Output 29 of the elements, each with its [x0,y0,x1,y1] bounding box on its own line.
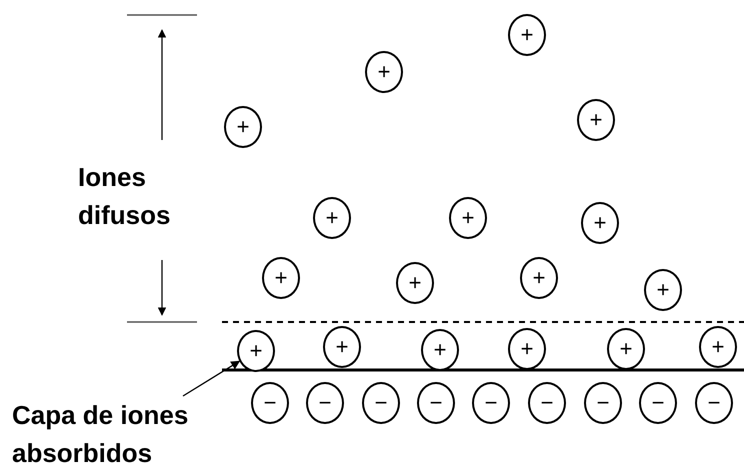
ion-circle: + [421,329,459,371]
ion-circle: − [695,382,733,424]
ion-circle: + [699,326,737,368]
ion-circle: + [224,106,262,148]
ion-circle: + [577,99,615,141]
ion-circle: + [644,269,682,311]
ion-circle: − [251,382,289,424]
ion-circle: + [396,262,434,304]
ion-circle: + [262,257,300,299]
ion-circle: + [323,326,361,368]
ion-circle: − [472,382,510,424]
leader-line [182,360,240,397]
ion-circle: + [237,330,275,372]
ion-circle: + [449,197,487,239]
ion-circle: − [528,382,566,424]
ion-circle: − [639,382,677,424]
ion-circle: + [508,328,546,370]
ion-circle: + [508,14,546,56]
layer-label: Capa de iones absorbidos [12,399,190,470]
ion-circle: − [584,382,622,424]
ion-circle: − [306,382,344,424]
ion-circle: + [581,202,619,244]
dimension-label: Iones difusos [78,161,172,232]
ion-circle: − [417,382,455,424]
ion-circle: + [365,51,403,93]
ion-circle: + [520,257,558,299]
ion-circle: − [362,382,400,424]
ion-circle: + [607,328,645,370]
ion-circle: + [313,197,351,239]
